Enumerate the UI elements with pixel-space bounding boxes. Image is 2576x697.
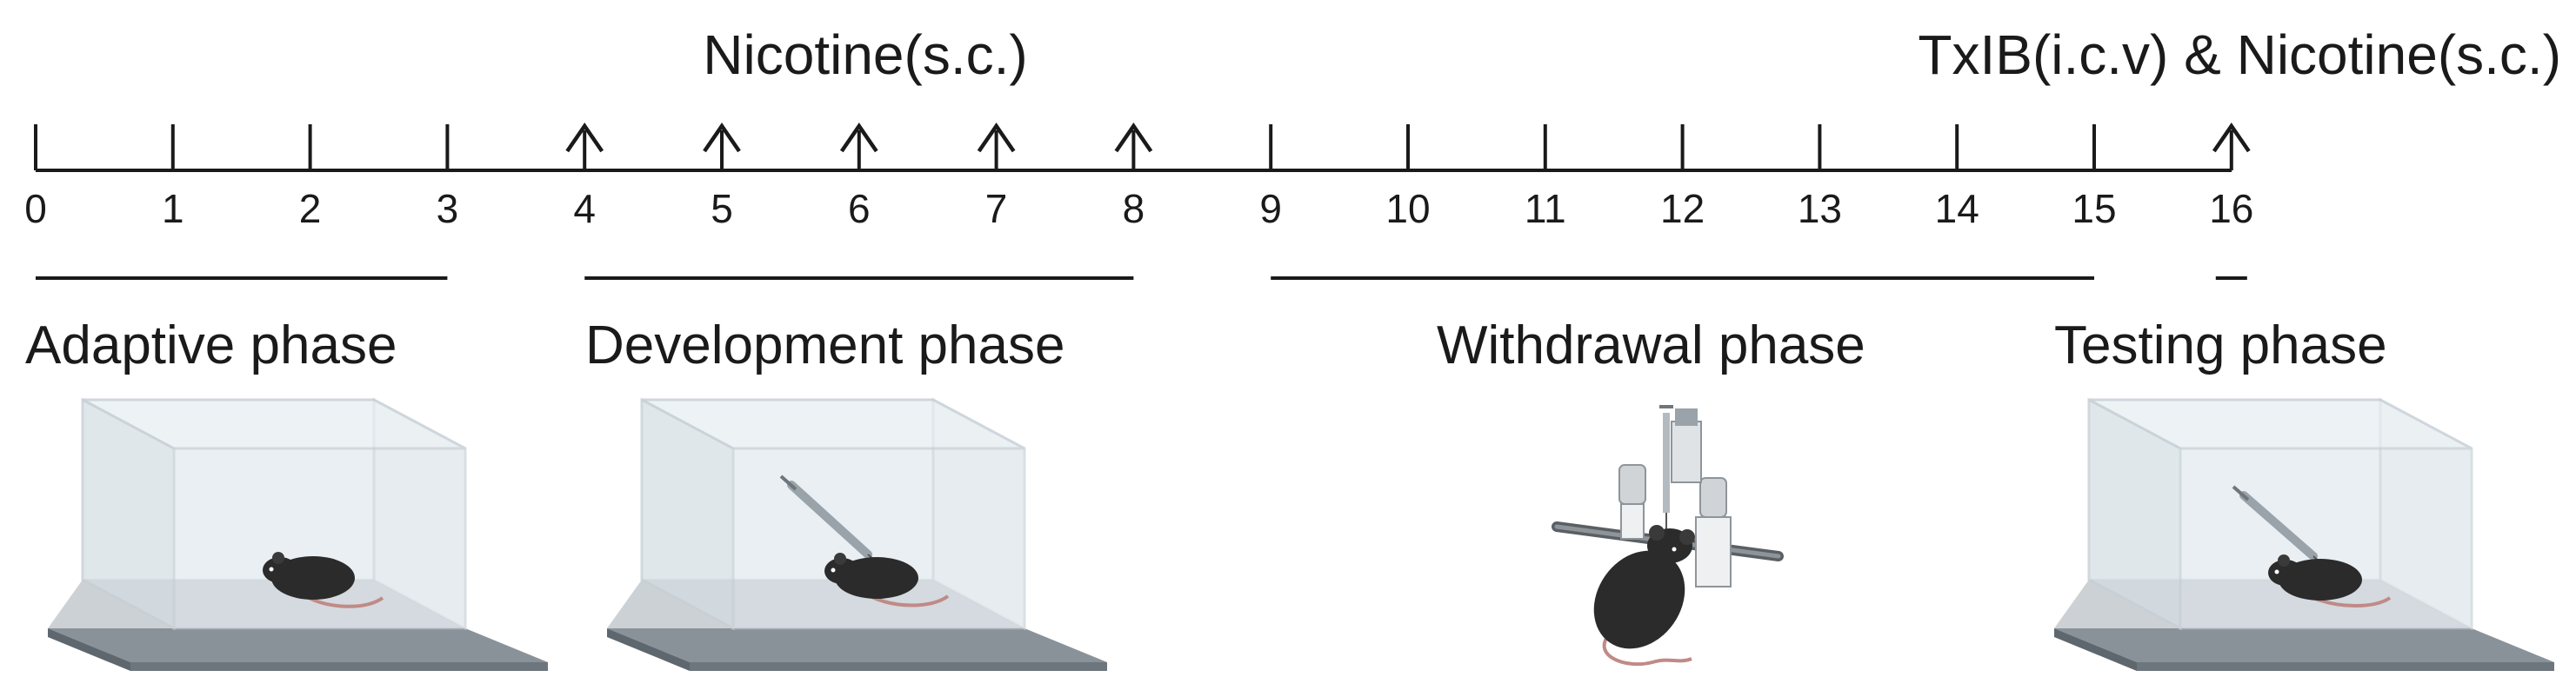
stereotaxic-frame-illustration (1552, 405, 1784, 667)
day-label-14: 14 (1935, 186, 1979, 231)
mouse-icon (1593, 525, 1695, 667)
day-label-11: 11 (1525, 186, 1566, 231)
day-label-5: 5 (711, 186, 733, 231)
phase-label-development: Development phase (585, 315, 1064, 375)
mouse-icon (263, 552, 384, 608)
day-label-1: 1 (162, 186, 184, 231)
open-field-box-adaptive (48, 397, 548, 671)
day-label-3: 3 (437, 186, 459, 231)
txib-nicotine-annotation: TxIB(i.c.v) & Nicotine(s.c.) (1918, 23, 2561, 86)
day-label-7: 7 (985, 186, 1008, 231)
timeline-ticks (34, 123, 2251, 170)
injection-arrow-day-5 (703, 123, 741, 170)
phase-label-testing: Testing phase (2054, 315, 2387, 375)
day-label-15: 15 (2072, 186, 2116, 231)
day-label-12: 12 (1660, 186, 1705, 231)
open-field-box-development (607, 397, 1107, 671)
injection-arrow-day-7 (977, 123, 1016, 170)
injection-arrow-day-4 (565, 123, 604, 170)
mouse-icon (824, 553, 950, 607)
injection-arrow-day-8 (1114, 123, 1153, 170)
day-label-16: 16 (2209, 186, 2253, 231)
day-label-6: 6 (848, 186, 871, 231)
day-label-2: 2 (299, 186, 322, 231)
day-label-10: 10 (1385, 186, 1430, 231)
day-label-9: 9 (1259, 186, 1282, 231)
mouse-icon (2268, 554, 2392, 607)
injection-arrow-day-16 (2212, 123, 2251, 170)
day-label-8: 8 (1123, 186, 1145, 231)
day-label-0: 0 (24, 186, 47, 231)
open-field-box-testing (2054, 397, 2554, 671)
phase-label-withdrawal: Withdrawal phase (1437, 315, 1865, 375)
phase-label-adaptive: Adaptive phase (25, 315, 397, 375)
nicotine-sc-annotation: Nicotine(s.c.) (703, 23, 1027, 86)
injection-arrow-day-6 (839, 123, 878, 170)
day-label-4: 4 (573, 186, 596, 231)
day-label-13: 13 (1798, 186, 1842, 231)
